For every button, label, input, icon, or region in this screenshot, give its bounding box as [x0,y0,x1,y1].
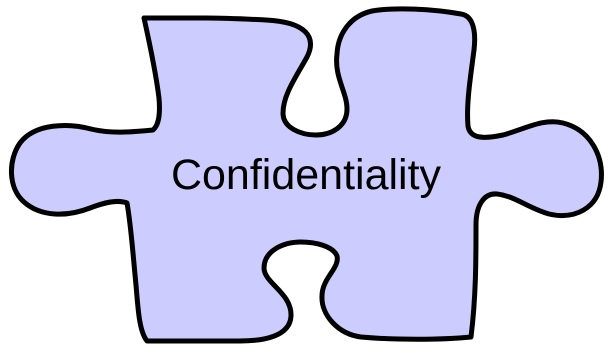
puzzle-label: Confidentiality [171,151,442,199]
